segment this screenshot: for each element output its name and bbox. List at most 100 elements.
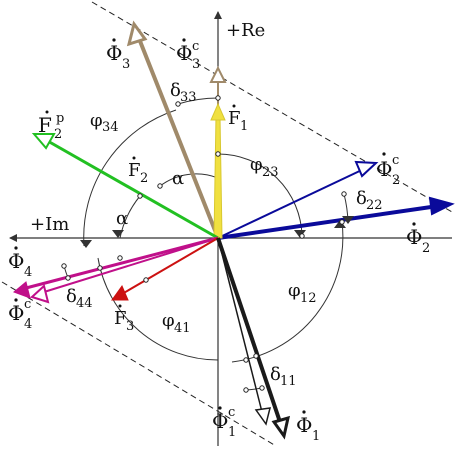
label-f2: F 2 <box>128 156 148 186</box>
label-phi1: Φ 1 <box>296 410 320 444</box>
svg-text:Φ: Φ <box>212 409 228 433</box>
svg-text:4: 4 <box>24 265 32 280</box>
label-phi1c: Φ c 1 <box>212 405 236 440</box>
svg-text:c: c <box>24 297 31 312</box>
arc-arrow-alpha-left <box>112 230 124 238</box>
label-phi23: φ 23 <box>250 154 279 180</box>
label-f3: F 3 <box>114 304 134 334</box>
svg-text:2: 2 <box>54 127 62 142</box>
im-axis-label: +Im <box>30 214 69 235</box>
svg-text:F: F <box>38 113 52 137</box>
vector-phi3 <box>136 35 220 239</box>
svg-text:δ: δ <box>270 364 281 385</box>
label-phi4: Φ 4 <box>8 246 32 280</box>
arrowhead-f2p <box>31 133 56 150</box>
svg-text:c: c <box>228 405 235 420</box>
vector-f1 <box>213 115 223 239</box>
svg-text:p: p <box>56 111 64 126</box>
svg-text:Φ: Φ <box>8 249 24 273</box>
vector-f3 <box>121 237 219 295</box>
vector-f2p <box>45 138 219 240</box>
svg-text:δ: δ <box>356 188 367 209</box>
label-phi3: Φ 3 <box>106 38 130 72</box>
label-phi12: φ 12 <box>288 280 317 306</box>
svg-text:12: 12 <box>300 291 317 306</box>
label-delta22: δ 22 <box>356 188 383 213</box>
svg-text:1: 1 <box>312 429 320 444</box>
arc-phi23 <box>217 153 303 237</box>
dashed-line-lower <box>1 281 277 447</box>
svg-text:φ: φ <box>288 280 301 301</box>
svg-text:δ: δ <box>170 80 181 101</box>
label-delta44: δ 44 <box>66 286 93 311</box>
svg-text:33: 33 <box>180 90 197 105</box>
svg-text:F: F <box>128 160 141 181</box>
svg-text:22: 22 <box>366 198 383 213</box>
vector-phi2 <box>217 204 439 240</box>
arrowhead-phi2 <box>428 196 455 216</box>
arrowhead-phi4c <box>30 284 50 304</box>
svg-text:2: 2 <box>392 173 400 188</box>
vector-phi2c <box>217 167 367 239</box>
label-phi3c: Φ c 3 <box>176 38 200 72</box>
svg-text:Φ: Φ <box>106 41 122 65</box>
svg-text:1: 1 <box>240 119 248 134</box>
label-f1: F 1 <box>228 104 248 134</box>
svg-text:3: 3 <box>192 57 200 72</box>
arrowhead-phi3c <box>209 65 227 83</box>
svg-text:F: F <box>228 108 241 129</box>
svg-text:23: 23 <box>262 165 279 180</box>
label-f2p: F p 2 <box>38 110 64 142</box>
arrowhead-f1 <box>210 102 226 121</box>
svg-text:4: 4 <box>24 317 32 332</box>
vector-phi1 <box>216 237 282 423</box>
arc-alpha-upper <box>159 173 219 187</box>
svg-text:Φ: Φ <box>176 41 192 65</box>
label-phi2: Φ 2 <box>406 222 430 256</box>
svg-text:2: 2 <box>140 171 148 186</box>
label-delta11: δ 11 <box>270 364 297 389</box>
label-delta33: δ 33 <box>170 80 197 105</box>
svg-text:F: F <box>114 308 127 329</box>
svg-text:3: 3 <box>122 57 130 72</box>
svg-text:3: 3 <box>126 319 134 334</box>
arc-arrow-phi23 <box>294 230 306 238</box>
arrowhead-phi2c <box>354 160 379 178</box>
svg-text:c: c <box>392 153 399 168</box>
re-axis-label: +Re <box>226 20 265 41</box>
label-phi4c: Φ c 4 <box>8 297 32 332</box>
label-phi34: φ 34 <box>90 110 119 135</box>
arrowhead-phi1c <box>254 407 271 426</box>
svg-text:2: 2 <box>422 241 430 256</box>
label-phi2c: Φ c 2 <box>376 152 400 188</box>
vector-phi4c <box>43 237 219 293</box>
svg-text:44: 44 <box>76 296 93 311</box>
intersection-markers <box>61 95 347 393</box>
svg-text:1: 1 <box>228 425 236 440</box>
svg-text:41: 41 <box>174 321 191 336</box>
svg-text:Φ: Φ <box>296 413 312 437</box>
svg-text:Φ: Φ <box>406 225 422 249</box>
arrowhead-phi1 <box>271 415 291 440</box>
label-phi41: φ 41 <box>162 310 191 336</box>
label-alpha-upper: α <box>172 168 184 189</box>
svg-text:φ: φ <box>162 310 175 331</box>
arrowhead-phi4 <box>13 281 31 299</box>
svg-text:34: 34 <box>102 120 119 135</box>
vector-phi1c <box>217 237 263 413</box>
svg-text:11: 11 <box>280 374 297 389</box>
svg-text:δ: δ <box>66 286 77 307</box>
vector-phi4 <box>25 236 219 290</box>
label-alpha-left: α <box>116 208 128 229</box>
arc-arrow-delta22 <box>342 216 354 224</box>
arc-phi34 <box>83 109 177 247</box>
svg-text:φ: φ <box>250 154 263 175</box>
arc-arrow-phi12 <box>334 220 346 228</box>
arrowhead-f3 <box>111 284 129 301</box>
svg-text:Φ: Φ <box>8 301 24 325</box>
arc-phi41 <box>97 257 219 361</box>
svg-text:c: c <box>192 39 199 54</box>
arrowhead-phi3 <box>126 20 148 47</box>
arc-arrow-phi41 <box>80 240 92 248</box>
